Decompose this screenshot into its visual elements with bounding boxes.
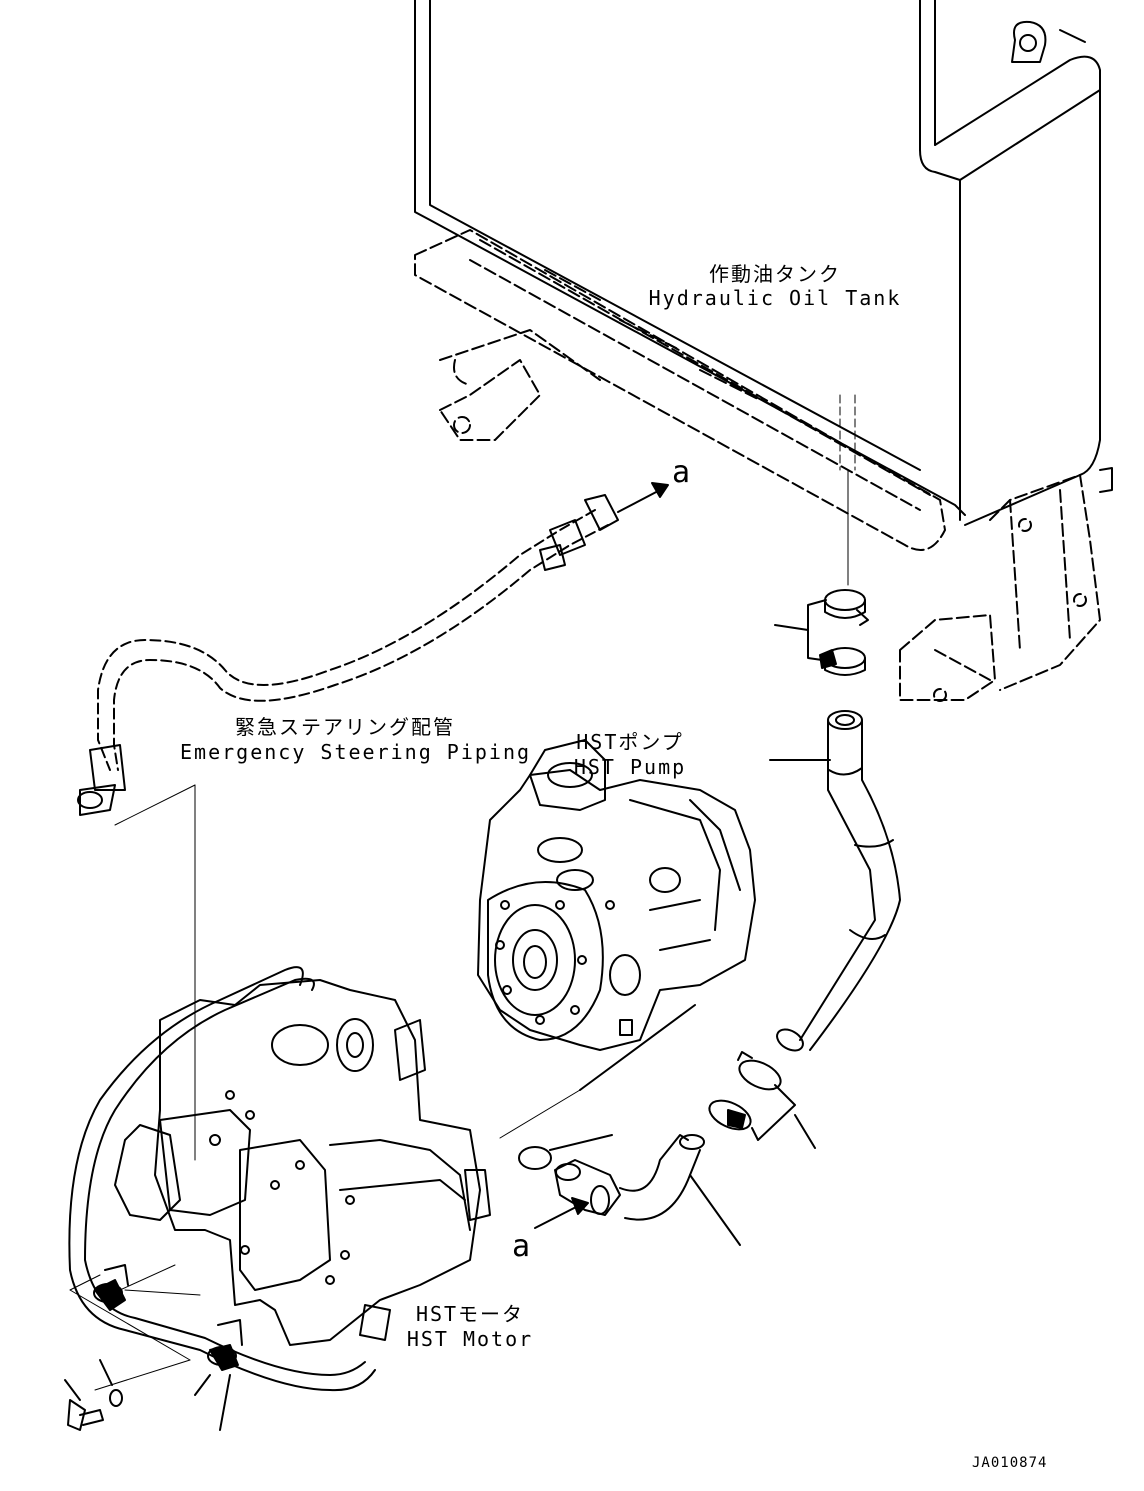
hose-clips: [93, 1264, 243, 1371]
hose-fittings-top: [77, 482, 669, 816]
drawing-code: JA010874: [972, 1455, 1048, 1471]
motor-hose-loop: [68, 966, 376, 1392]
o-ring: [499, 1004, 696, 1170]
tank-base-frame: [414, 229, 1101, 702]
hydraulic-oil-tank: [414, 0, 1113, 526]
elbow-fitting: [554, 1134, 741, 1246]
hose-clamps-lower: [708, 1051, 816, 1149]
hst-motor: [114, 979, 491, 1346]
tank-label-jp: 作動油タンク: [709, 262, 841, 286]
pump-label-en: HST Pump: [573, 755, 687, 779]
steering-label-en: Emergency Steering Piping: [180, 740, 532, 764]
outlet-phantom-line: [839, 394, 856, 586]
leader-lines: [69, 784, 201, 1391]
motor-label-en: HST Motor: [406, 1327, 534, 1351]
ref-label-a-top: a: [672, 455, 691, 490]
steering-label-jp: 緊急ステアリング配管: [235, 715, 455, 739]
pump-label-jp: HSTポンプ: [576, 730, 684, 754]
emergency-steering-hose: [97, 509, 609, 771]
ref-label-a-bottom: a: [512, 1229, 531, 1264]
suction-hose: [769, 710, 901, 1052]
hst-pump: [477, 739, 756, 1091]
tank-label-en: Hydraulic Oil Tank: [648, 286, 902, 310]
bolt-and-washer: [64, 1359, 231, 1431]
hose-clamps-upper: [774, 589, 869, 676]
motor-label-jp: HSTモータ: [415, 1302, 525, 1326]
ref-arrow-bottom: [534, 1197, 589, 1229]
